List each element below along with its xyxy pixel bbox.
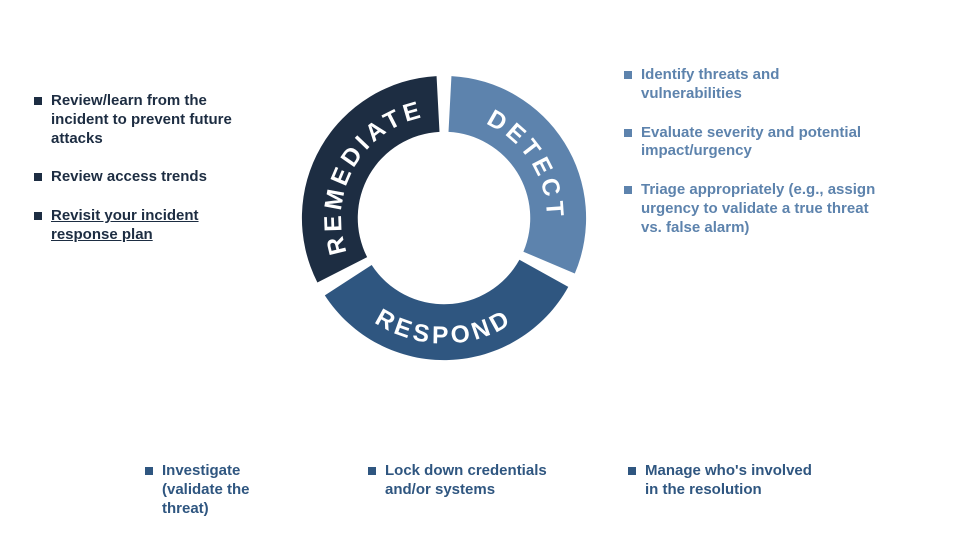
square-bullet-icon <box>34 173 42 182</box>
detect-item-2: Evaluate severity and potential impact/u… <box>641 123 862 160</box>
square-bullet-icon <box>624 128 632 137</box>
respond-item-2-label: Lock down credentials and/or systems <box>385 462 547 498</box>
square-bullet-icon <box>145 467 153 475</box>
square-bullet-icon <box>368 467 376 475</box>
cycle-donut-diagram: REMEDIATE DETECT RESPOND <box>301 76 587 361</box>
arc-label-remediate: REMEDIATE <box>320 96 423 257</box>
square-bullet-icon <box>624 71 632 79</box>
detect-item-3: Triage appropriately (e.g., assign urgen… <box>641 181 876 236</box>
detect-item-1: Identify threats and vulnerabilities <box>641 66 780 102</box>
remediate-item-2: Review access trends <box>51 168 207 186</box>
respond-item-3: Manage who's involved in the resolution <box>628 462 823 500</box>
list-item: Review access trends <box>34 168 248 187</box>
segment-respond-arc <box>324 259 569 361</box>
respond-item-2: Lock down credentials and/or systems <box>368 462 573 500</box>
square-bullet-icon <box>34 97 42 105</box>
list-item: Triage appropriately (e.g., assign urgen… <box>624 181 876 237</box>
remediate-item-1: Review/learn from the incident to preven… <box>51 92 232 147</box>
square-bullet-icon <box>34 212 42 220</box>
list-item: Review/learn from the incident to preven… <box>34 92 248 148</box>
respond-item-1: Investigate (validate the threat) <box>145 462 290 518</box>
list-item[interactable]: Revisit your incident response plan <box>34 207 248 245</box>
remediate-item-3-link[interactable]: Revisit your incident response plan <box>51 207 199 243</box>
svg-text:REMEDIATE: REMEDIATE <box>320 96 427 257</box>
list-item: Evaluate severity and potential impact/u… <box>624 124 876 162</box>
respond-item-1-label: Investigate (validate the threat) <box>162 462 250 517</box>
list-item: Identify threats and vulnerabilities <box>624 66 876 104</box>
detect-bullet-list: Identify threats and vulnerabilities Eva… <box>624 66 876 237</box>
respond-item-3-label: Manage who's involved in the resolution <box>645 462 812 498</box>
segment-remediate-arc <box>301 76 440 283</box>
square-bullet-icon <box>628 467 636 475</box>
segment-detect-arc <box>448 76 587 274</box>
remediate-bullet-list: Review/learn from the incident to preven… <box>34 92 248 245</box>
square-bullet-icon <box>624 186 632 194</box>
